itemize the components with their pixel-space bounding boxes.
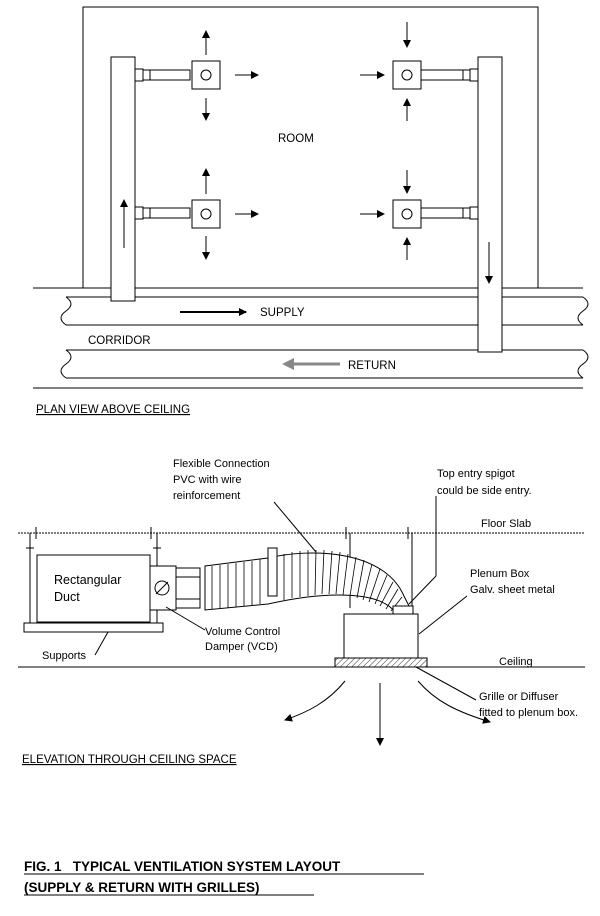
elevation-view-title: ELEVATION THROUGH CEILING SPACE xyxy=(22,754,237,766)
plenum-box xyxy=(343,613,419,659)
flex-label-1: Flexible Connection xyxy=(173,458,270,470)
figure-caption: FIG. 1 TYPICAL VENTILATION SYSTEM LAYOUT… xyxy=(24,859,424,896)
flex-label-2: PVC with wire xyxy=(173,474,241,486)
duct-support xyxy=(23,548,164,633)
duct-label-1: Rectangular xyxy=(54,573,121,587)
supply-grille-bottom xyxy=(191,199,221,229)
return-grille-bottom xyxy=(392,199,422,229)
supply-grille-top xyxy=(191,60,221,90)
plenum-label-1: Plenum Box xyxy=(470,568,530,580)
spigot-label-1: Top entry spigot xyxy=(437,468,515,480)
duct-label-2: Duct xyxy=(54,590,80,604)
supply-label: SUPPLY xyxy=(260,307,305,319)
volume-control-damper xyxy=(149,565,201,611)
plan-view-title: PLAN VIEW ABOVE CEILING xyxy=(36,404,190,416)
flexible-connection xyxy=(204,547,411,613)
supports-label: Supports xyxy=(42,650,87,662)
return-intake-arrows xyxy=(360,22,411,260)
grille-diffuser xyxy=(334,657,428,668)
plan-view: ROOM SUPPLY CORRIDOR RETURN PLAN VIEW AB… xyxy=(33,6,589,416)
plenum-spigot xyxy=(392,605,414,615)
supply-duct-riser xyxy=(110,56,136,302)
return-grille-top xyxy=(392,60,422,90)
caption-line-1: FIG. 1 TYPICAL VENTILATION SYSTEM LAYOUT xyxy=(24,859,341,874)
room-label: ROOM xyxy=(278,133,314,145)
diffuser-discharge-arrows xyxy=(284,680,491,746)
supply-branch-bottom xyxy=(134,206,191,220)
floor-slab-label: Floor Slab xyxy=(481,518,531,530)
return-branch-top xyxy=(420,68,479,82)
supply-discharge-arrows xyxy=(202,30,259,260)
ceiling-label: Ceiling xyxy=(499,656,533,668)
spigot-label-2: could be side entry. xyxy=(437,485,532,497)
rectangular-duct xyxy=(36,554,151,623)
vcd-label-2: Damper (VCD) xyxy=(205,641,278,653)
grille-label-2: fitted to plenum box. xyxy=(479,707,578,719)
grille-label-1: Grille or Diffuser xyxy=(479,691,559,703)
plenum-label-2: Galv. sheet metal xyxy=(470,584,555,596)
caption-line-2: (SUPPLY & RETURN WITH GRILLES) xyxy=(24,880,260,895)
leader-lines xyxy=(94,496,477,701)
room-outline xyxy=(82,6,539,288)
return-direction-arrow xyxy=(282,358,340,370)
return-branch-bottom xyxy=(420,206,479,220)
supply-branch-top xyxy=(134,68,191,82)
return-label: RETURN xyxy=(348,360,396,372)
return-duct-riser xyxy=(477,56,503,353)
flex-label-3: reinforcement xyxy=(173,490,240,502)
elevation-view: Rectangular Duct xyxy=(18,458,585,766)
vcd-label-1: Volume Control xyxy=(205,626,280,638)
corridor-label: CORRIDOR xyxy=(88,335,151,347)
